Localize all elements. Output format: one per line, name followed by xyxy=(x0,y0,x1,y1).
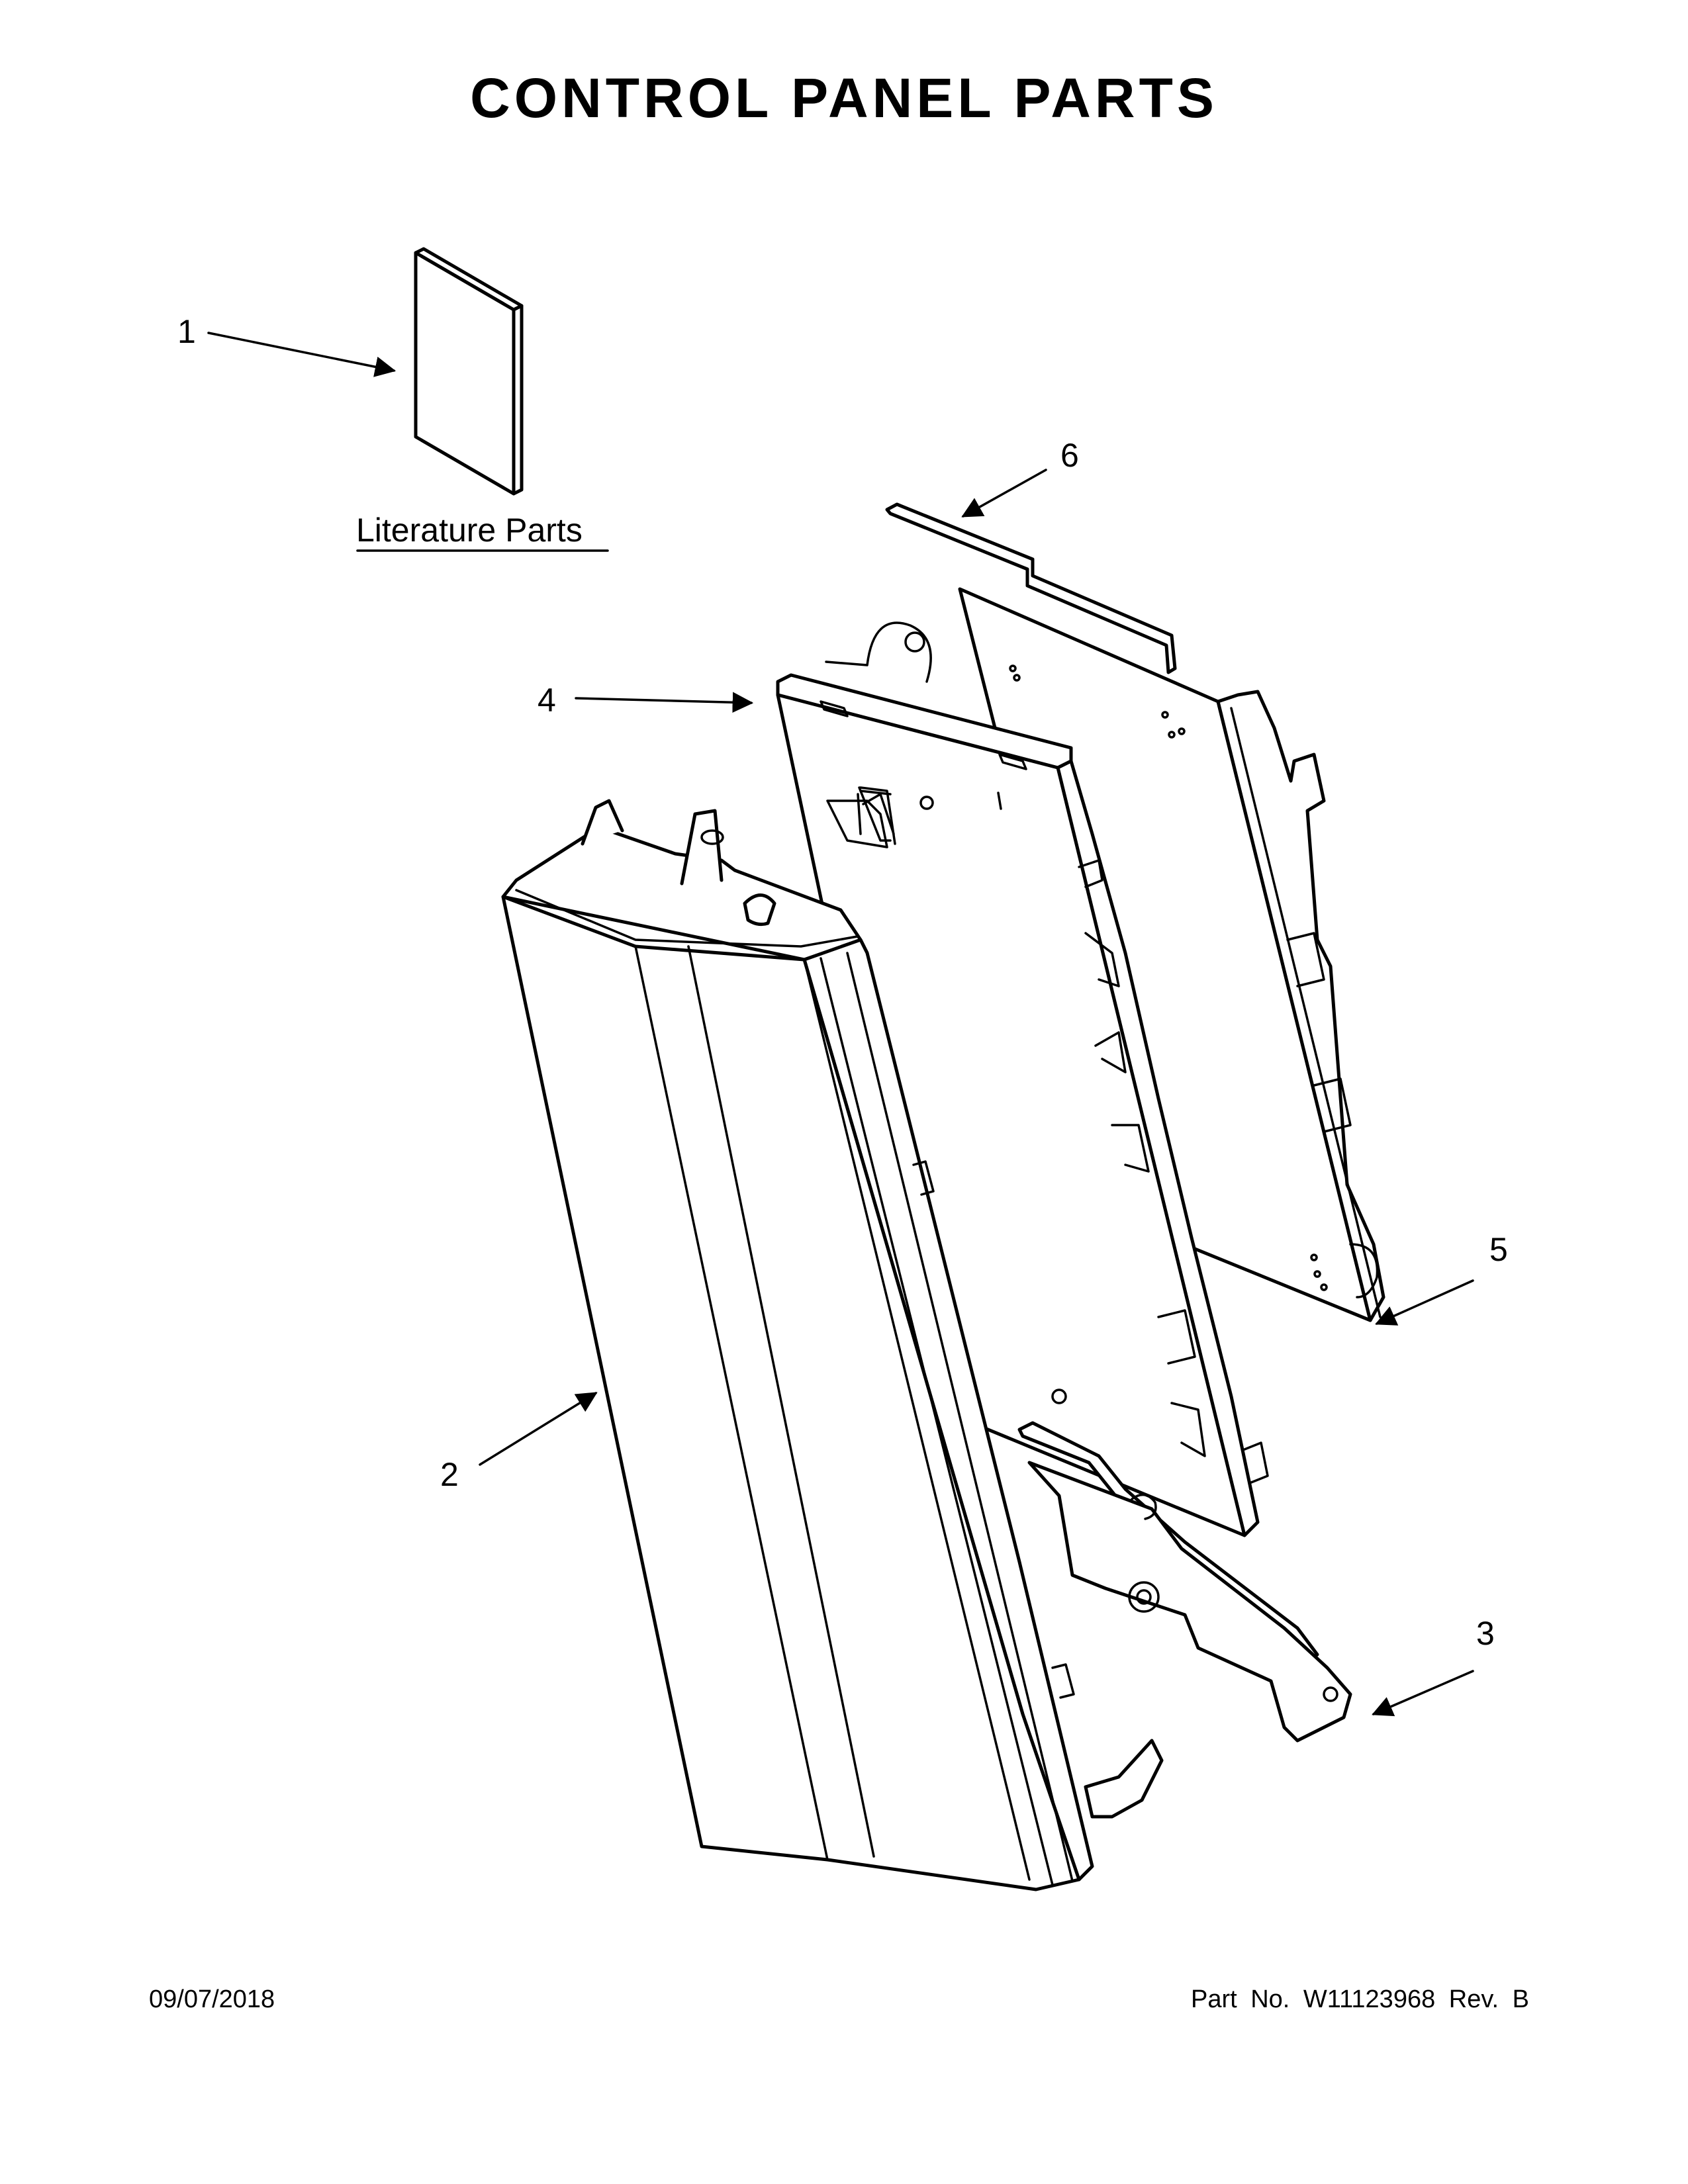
callout-arrows xyxy=(207,332,1474,1717)
hinge-bracket-part xyxy=(1017,1421,1352,1743)
callout-2: 2 xyxy=(440,1456,459,1493)
callout-3-arrow xyxy=(1372,1670,1474,1717)
front-cover-part xyxy=(501,799,1164,1891)
callout-1-arrow xyxy=(207,332,397,377)
footer-date: 09/07/2018 xyxy=(149,1985,275,2013)
footer-part-info: Part No. W11123968 Rev. B xyxy=(1190,1985,1529,2013)
callout-4-arrow xyxy=(575,692,754,713)
callout-6: 6 xyxy=(1060,437,1079,474)
literature-parts-label: Literature Parts xyxy=(356,512,583,549)
callout-6-arrow xyxy=(961,469,1047,518)
callout-1: 1 xyxy=(177,313,196,350)
callout-5-arrow xyxy=(1375,1279,1474,1326)
callout-2-arrow xyxy=(479,1392,598,1466)
page-title: CONTROL PANEL PARTS xyxy=(470,67,1218,129)
callout-4: 4 xyxy=(538,682,556,719)
callout-5: 5 xyxy=(1489,1231,1508,1268)
housing-bracket-part xyxy=(776,621,1269,1537)
top-strip-part xyxy=(885,502,1177,674)
callout-3: 3 xyxy=(1476,1615,1495,1652)
literature-booklet xyxy=(414,247,524,496)
